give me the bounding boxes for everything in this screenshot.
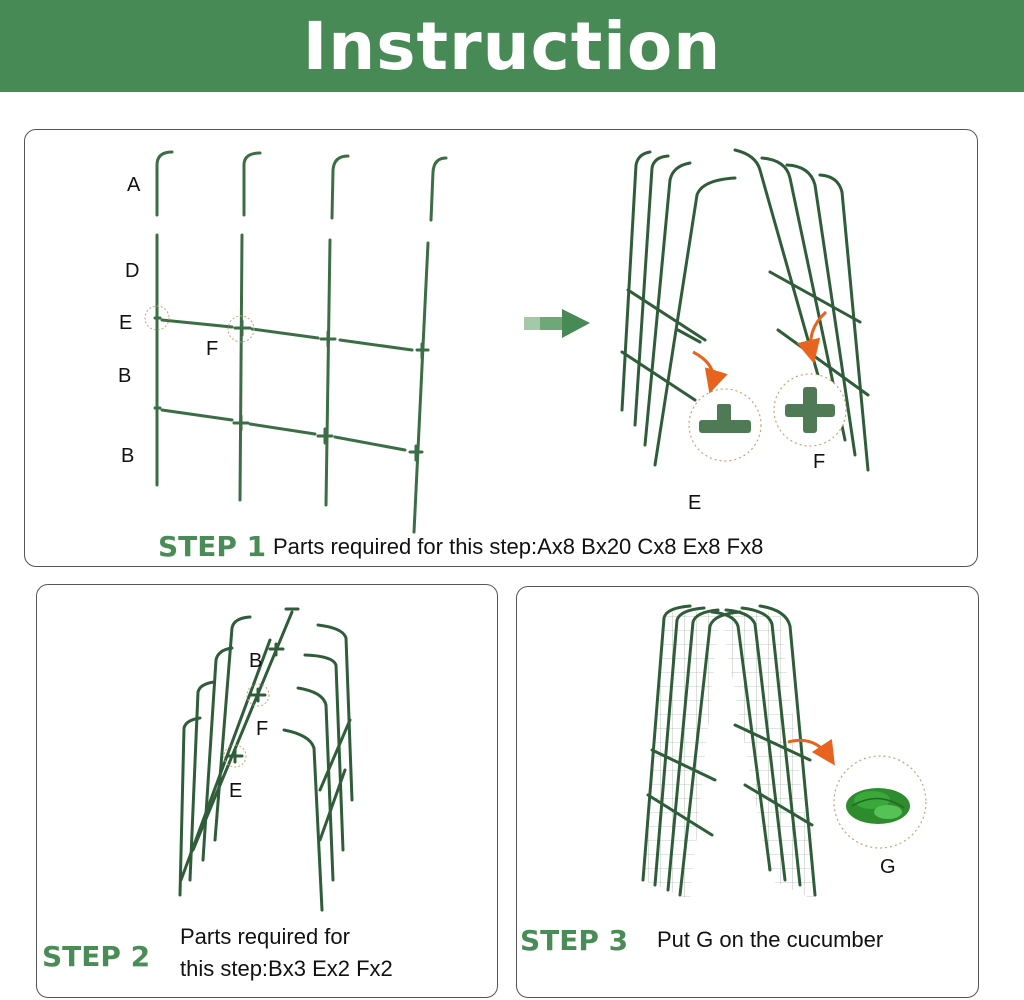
step2-panel [36,584,498,998]
f-callout-arrow-icon [796,310,828,364]
zoom-label-f: F [813,451,826,473]
page-title: Instruction [302,7,722,85]
cross-connector-icon [785,387,835,433]
step3-netted-trellis [641,604,817,900]
step2-frame-assembly [178,607,354,912]
t-connector-icon [699,404,751,433]
part-label-b-lower: B [121,445,135,467]
step1-assembled-frame [620,148,870,472]
part-label-e: E [119,312,133,334]
step1-direction-arrow-icon [524,309,590,338]
step2-caption-line1: Parts required for [180,924,350,949]
e-callout-arrow-icon [692,350,728,394]
zoom-label-e: E [688,492,702,514]
part-label-a: A [127,174,141,196]
header-banner: Instruction [0,0,1024,92]
step1-exploded-frame [153,150,448,534]
part-label-b-upper: B [118,365,132,387]
step2-e-connector-highlight [223,744,247,768]
step3-label-g: G [880,856,896,878]
step3-caption: Put G on the cucumber [657,927,884,952]
step1-tag: STEP 1 [158,530,267,563]
step2-caption-line2: this step:Bx3 Ex2 Fx2 [180,956,393,981]
step1-e-connector-highlight [144,305,170,331]
step2-tag: STEP 2 [42,940,151,973]
step1-f-connector-highlight [227,315,255,343]
step2-label-b: B [249,650,263,672]
part-label-d: D [125,260,140,282]
step1-caption: Parts required for this step:Ax8 Bx20 Cx… [273,534,764,559]
garden-net-icon [846,788,910,824]
part-label-f: F [206,338,219,360]
step2-label-e: E [229,780,243,802]
g-callout-arrow-icon [787,738,835,766]
step3-tag: STEP 3 [520,924,629,957]
step2-f-connector-highlight [246,683,270,707]
step2-label-f: F [256,718,269,740]
